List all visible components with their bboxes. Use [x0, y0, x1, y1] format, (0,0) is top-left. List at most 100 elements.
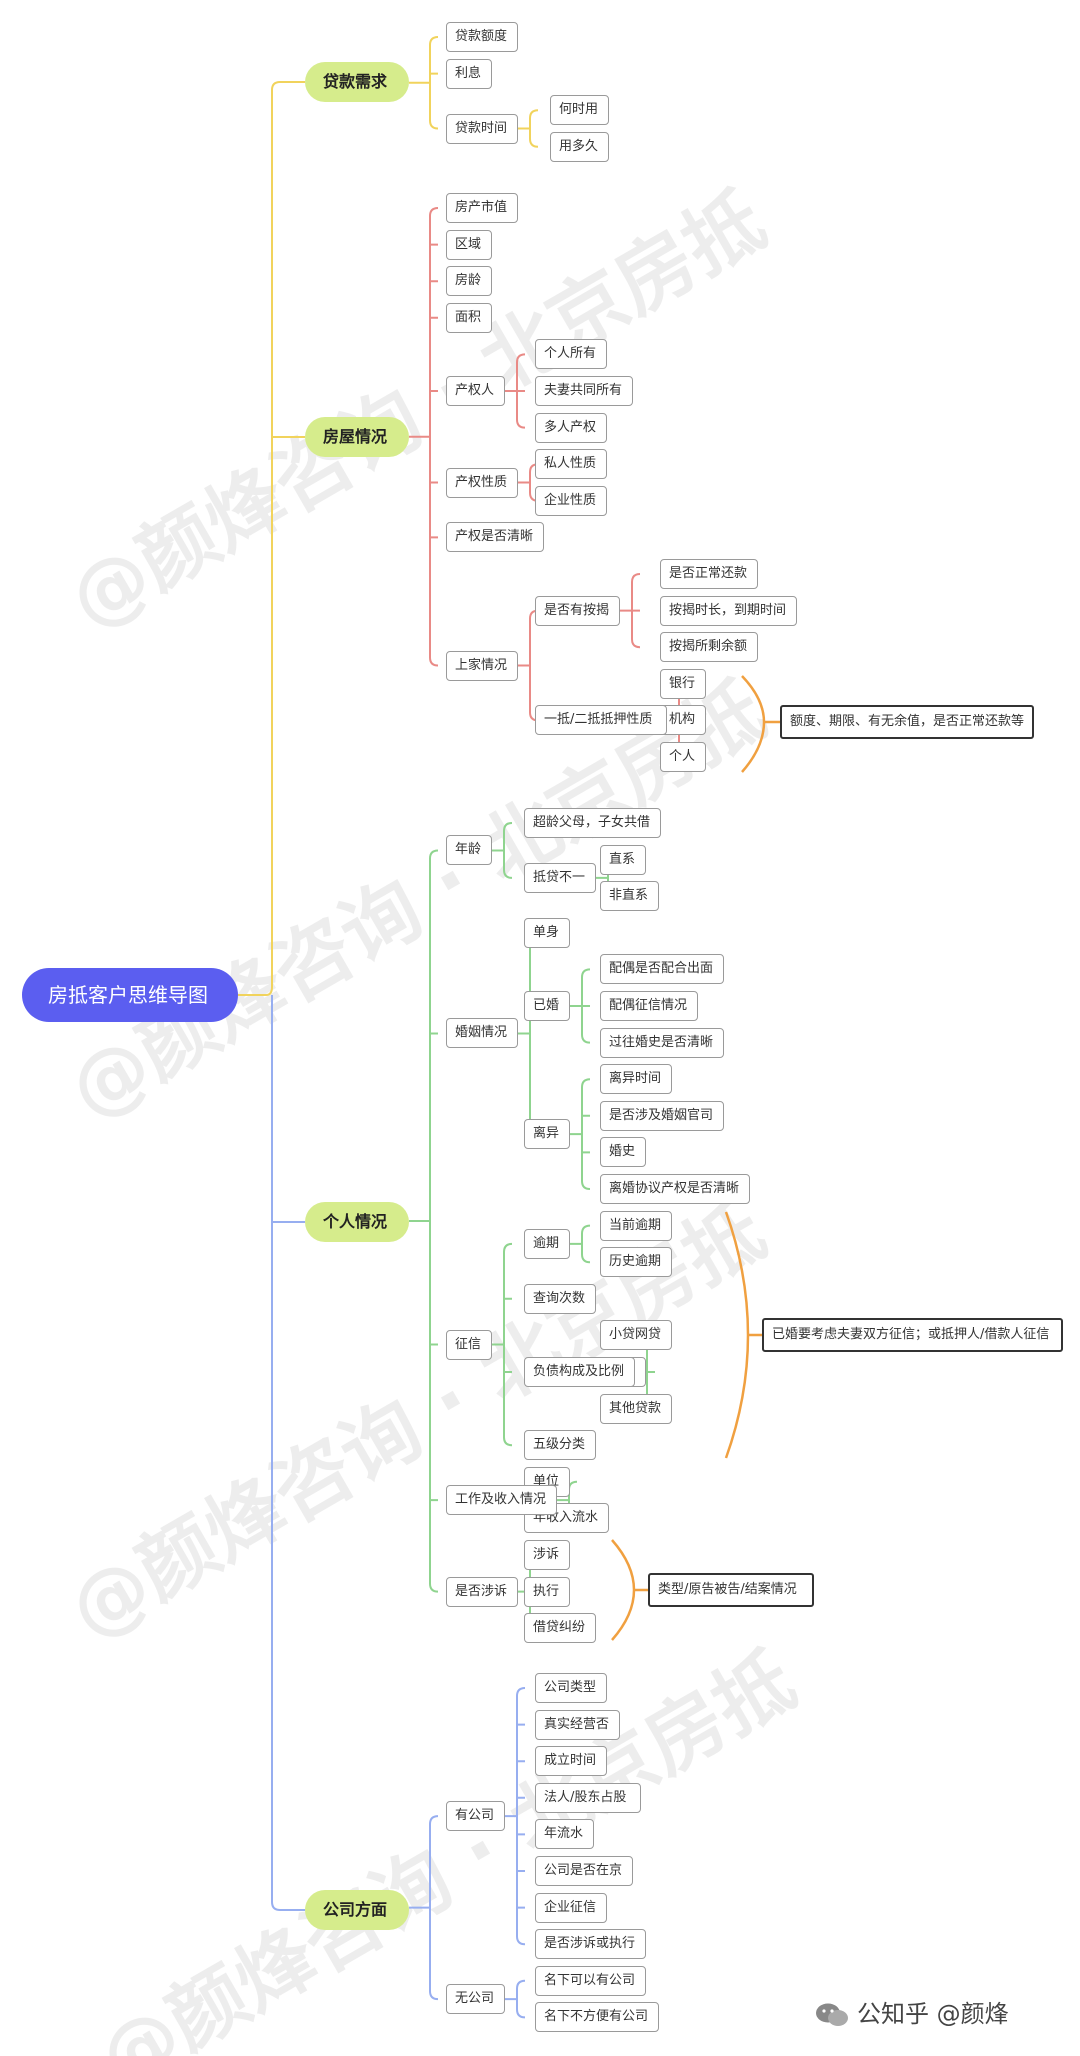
leaf-node: 年流水 — [535, 1819, 594, 1850]
category-connector — [409, 1815, 439, 2001]
leaf-node: 超龄父母，子女共借 — [524, 808, 661, 838]
leaf-node: 公司是否在京 — [535, 1856, 633, 1886]
leaf-node: 何时用 — [550, 95, 609, 126]
leaf-node: 配偶征信情况 — [600, 991, 698, 1021]
leaf-node: 公司类型 — [535, 1673, 607, 1703]
leaf-node: 法人/股东占股 — [535, 1782, 641, 1813]
leaf-node: 按揭时长，到期时间 — [660, 595, 797, 626]
category-connector — [409, 849, 439, 1593]
connector — [518, 931, 539, 1136]
note-box: 已婚要考虑夫妻双方征信；或抵押人/借款人征信 — [762, 1318, 1063, 1352]
connector — [505, 353, 526, 429]
leaf-node: 机构 — [660, 705, 706, 736]
wechat-icon — [816, 2003, 848, 2026]
note-bracket — [611, 1539, 652, 1641]
leaf-node: 私人性质 — [535, 449, 607, 480]
topic-node: 贷款额度 — [446, 22, 518, 52]
topic-node: 是否涉诉 — [446, 1576, 518, 1607]
note-box: 额度、期限、有无余值，是否正常还款等 — [780, 705, 1034, 739]
leaf-node: 名下可以有公司 — [535, 1965, 646, 1996]
category-node: 贷款需求 — [305, 62, 409, 102]
leaf-node: 其他贷款 — [600, 1393, 672, 1424]
category-connector — [409, 207, 439, 667]
topic-node: 上家情况 — [446, 650, 518, 681]
connector — [570, 1224, 591, 1264]
note-bracket — [724, 1211, 766, 1459]
topic-node: 有公司 — [446, 1801, 505, 1832]
note-bracket — [741, 675, 782, 773]
topic-node: 面积 — [446, 302, 492, 333]
leaf-node: 夫妻共同所有 — [535, 376, 633, 406]
footer-text: 公知乎 @颜烽 — [857, 2000, 1009, 2028]
leaf-node: 银行 — [660, 668, 706, 699]
topic-node: 无公司 — [446, 1984, 505, 2015]
subtopic-node: 逾期 — [524, 1228, 570, 1259]
topic-node: 工作及收入情况 — [446, 1485, 557, 1516]
topic-node: 产权人 — [446, 376, 505, 406]
subtopic-node: 已婚 — [524, 991, 570, 1021]
subtopic-node: 是否有按揭 — [535, 595, 620, 626]
topic-node: 产权是否清晰 — [446, 522, 544, 553]
topic-node: 婚姻情况 — [446, 1018, 518, 1049]
leaf-node: 当前逾期 — [600, 1210, 672, 1241]
leaf-node: 执行 — [524, 1576, 570, 1607]
leaf-node: 借贷纠纷 — [524, 1613, 596, 1644]
connector — [620, 573, 641, 649]
leaf-node: 成立时间 — [535, 1746, 607, 1777]
leaf-node: 离异时间 — [600, 1064, 672, 1095]
connector — [518, 463, 539, 502]
subtopic-node: 负债构成及比例 — [524, 1357, 635, 1387]
category-node: 房屋情况 — [305, 417, 409, 457]
leaf-node: 配偶是否配合出面 — [600, 954, 724, 985]
leaf-node: 多人产权 — [535, 412, 607, 443]
footer: 公知乎 @颜烽 — [815, 1994, 1009, 2029]
note-box: 类型/原告被告/结案情况 — [648, 1573, 814, 1607]
leaf-node: 个人所有 — [535, 339, 607, 370]
connector — [518, 109, 539, 148]
topic-node: 利息 — [446, 58, 492, 89]
leaf-node: 查询次数 — [524, 1283, 596, 1314]
connector — [570, 968, 591, 1044]
topic-node: 产权性质 — [446, 467, 518, 498]
connector — [505, 1687, 526, 1946]
connector — [492, 822, 513, 879]
category-node: 公司方面 — [305, 1890, 409, 1930]
subtopic-node: 抵贷不一 — [524, 862, 596, 893]
topic-node: 贷款时间 — [446, 113, 518, 144]
leaf-node: 个人 — [660, 742, 706, 772]
root-node: 房抵客户思维导图 — [22, 968, 238, 1022]
leaf-node: 离婚协议产权是否清晰 — [600, 1174, 750, 1204]
leaf-node: 涉诉 — [524, 1540, 570, 1570]
connector — [570, 1078, 591, 1190]
leaf-node: 婚史 — [600, 1137, 646, 1168]
leaf-node: 五级分类 — [524, 1430, 596, 1461]
category-connector — [409, 36, 439, 130]
leaf-node: 真实经营否 — [535, 1709, 620, 1740]
topic-node: 房产市值 — [446, 193, 518, 223]
leaf-node: 企业性质 — [535, 485, 607, 516]
topic-node: 征信 — [446, 1329, 492, 1360]
topic-node: 区域 — [446, 229, 492, 260]
leaf-node: 直系 — [600, 844, 646, 875]
topic-node: 年龄 — [446, 835, 492, 866]
connector — [518, 609, 539, 722]
leaf-node: 单身 — [524, 917, 570, 948]
topic-node: 房龄 — [446, 266, 492, 297]
leaf-node: 小贷网贷 — [600, 1320, 672, 1351]
connector — [505, 1979, 526, 2019]
leaf-node: 企业征信 — [535, 1892, 607, 1923]
root-trunk-lower — [271, 995, 305, 1911]
leaf-node: 按揭所剩余额 — [660, 632, 758, 663]
leaf-node: 是否正常还款 — [660, 559, 758, 589]
leaf-node: 非直系 — [600, 881, 659, 912]
root-trunk-upper — [238, 81, 305, 996]
leaf-node: 名下不方便有公司 — [535, 2002, 659, 2033]
leaf-node: 历史逾期 — [600, 1247, 672, 1278]
leaf-node: 用多久 — [550, 131, 609, 162]
connector — [492, 1242, 513, 1447]
leaf-node: 过往婚史是否清晰 — [600, 1027, 724, 1058]
subtopic-node: 一抵/二抵抵押性质 — [535, 705, 667, 736]
leaf-node: 是否涉及婚姻官司 — [600, 1100, 724, 1131]
leaf-node: 是否涉诉或执行 — [535, 1929, 646, 1960]
subtopic-node: 离异 — [524, 1119, 570, 1150]
